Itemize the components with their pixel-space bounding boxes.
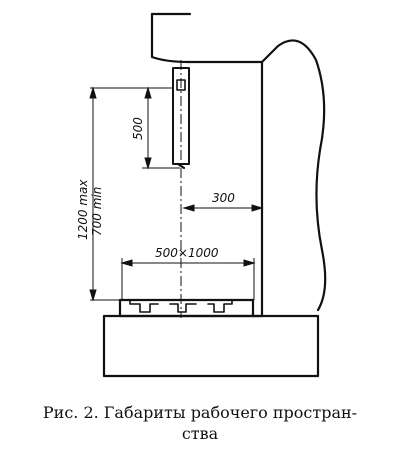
height-min-label: 700 min (90, 187, 104, 236)
overhang-label: 300 (212, 191, 235, 205)
machine-head (150, 12, 191, 64)
table-size-label: 500×1000 (155, 246, 219, 260)
machine-base (102, 314, 320, 378)
height-max-label: 1200 max (76, 179, 90, 240)
spindle-tip (176, 162, 186, 170)
caption-line-2: ства (181, 424, 219, 443)
caption-line-1: Рис. 2. Габариты рабочего простран- (42, 403, 358, 422)
column-break-line (187, 39, 327, 312)
stroke-length-label: 500 (131, 117, 145, 140)
figure-caption: Рис. 2. Габариты рабочего простран- ства (0, 402, 400, 444)
machine-drawing: 500 1200 max 700 min 300 500×1000 (76, 12, 327, 378)
table-slots (129, 299, 233, 313)
